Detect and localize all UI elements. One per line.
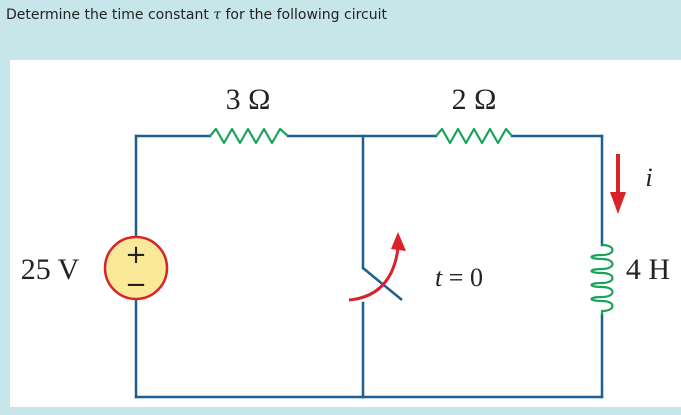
question-text: Determine the time constant τ for the fo… [6,7,387,23]
tau-symbol: τ [213,7,222,23]
resistor-3ohm [209,127,289,145]
current-arrow-icon [610,154,626,214]
wires [134,134,604,399]
current-label: i [645,163,652,192]
inductor-label: 4 H [626,253,670,286]
resistor-2ohm-label: 2 Ω [452,83,497,116]
resistor-2ohm [435,127,513,145]
resistor-3ohm-label: 3 Ω [226,83,271,116]
switch-time-label: t = 0 [435,263,483,292]
question-suffix: for the following circuit [221,7,387,23]
source-plus-sign: + [125,240,147,270]
question-prefix: Determine the time constant [6,7,214,23]
source-voltage-label: 25 V [21,253,80,286]
voltage-source: + − [103,235,169,301]
source-minus-sign: − [125,270,147,300]
diagram-panel [10,60,681,407]
inductor-coil [590,243,614,315]
switch-arrow [348,232,406,302]
